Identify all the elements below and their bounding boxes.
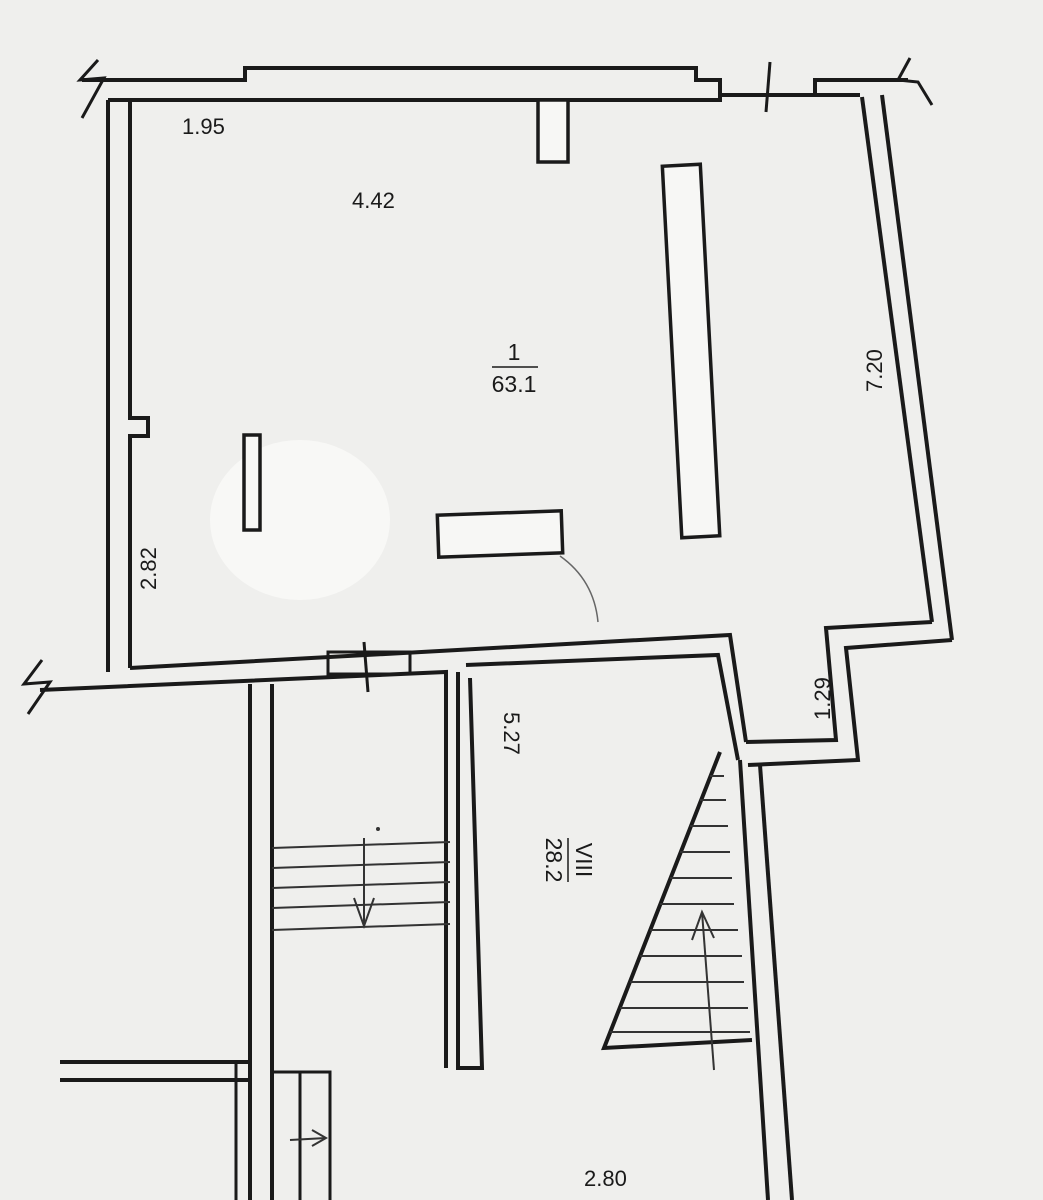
paper-highlight — [210, 440, 390, 600]
bottom-wall-inner — [129, 632, 748, 743]
stair-arrow-up-icon — [701, 911, 715, 1071]
stair-step — [271, 881, 451, 889]
stair-step — [271, 841, 451, 849]
corridor-wall-left — [456, 672, 485, 1070]
stair-down — [271, 838, 451, 931]
bottom-wall-outer-right — [465, 652, 740, 761]
dimension-labels: 1.95 4.42 7.20 2.82 1.29 5.27 2.80 — [136, 114, 887, 1191]
window-mark-top — [764, 61, 772, 113]
stair-triangle — [601, 751, 753, 1051]
column-top — [536, 98, 570, 164]
dot-mark — [376, 827, 380, 831]
dim-upper-room-depth: 4.42 — [352, 188, 395, 213]
right-wall-inner — [860, 96, 934, 623]
stair-step — [271, 923, 451, 931]
stair-up — [289, 751, 753, 1147]
step-wall-outer — [747, 638, 953, 767]
lower-room-walls — [60, 672, 794, 1200]
left-wall-inner — [128, 100, 150, 668]
dim-left-lower-wall: 2.82 — [136, 547, 161, 590]
room-1-label: 1 63.1 — [492, 339, 538, 397]
break-symbol-top-left — [76, 58, 107, 119]
long-counter — [660, 162, 722, 540]
room-1-area: 63.1 — [492, 371, 537, 397]
corridor-wall-right-inner — [738, 759, 770, 1200]
door-mark-bottom — [362, 641, 370, 693]
break-symbol-top-right — [895, 57, 934, 106]
top-wall-inner — [108, 95, 722, 102]
right-wall-outer — [880, 94, 954, 641]
dim-top-left-width: 1.95 — [182, 114, 225, 139]
room-1-number: 1 — [508, 339, 521, 365]
top-wall-outer — [82, 66, 908, 97]
room-viii-number: VIII — [571, 843, 597, 878]
door-opening-bottom — [326, 650, 412, 676]
corridor-wall-right-outer — [758, 764, 794, 1200]
break-symbol-left — [20, 659, 54, 715]
dim-corridor-length: 5.27 — [499, 712, 524, 755]
arrow-head-up-icon — [691, 909, 715, 941]
dim-bottom-width: 2.80 — [584, 1166, 627, 1191]
lower-arrow-right-icon — [289, 1137, 327, 1141]
arrow-head-down-icon — [353, 897, 375, 929]
stair-step — [271, 861, 451, 869]
step-wall-inner — [745, 620, 933, 744]
room-viii-label: VIII 28.2 — [541, 838, 597, 883]
arrow-head-right-icon — [311, 1129, 329, 1147]
small-counter — [435, 509, 565, 559]
room-viii-area: 28.2 — [541, 838, 567, 883]
dim-step-offset: 1.29 — [810, 677, 835, 720]
stair-step — [271, 901, 451, 909]
door-swing-arc — [559, 555, 599, 623]
fixtures — [242, 98, 722, 623]
bottom-wall-outer-left — [39, 669, 448, 1068]
short-partition — [242, 433, 262, 532]
lower-stair-frame — [272, 1070, 332, 1200]
dim-right-wall-length: 7.20 — [862, 349, 887, 392]
upper-room-walls — [20, 57, 954, 1068]
